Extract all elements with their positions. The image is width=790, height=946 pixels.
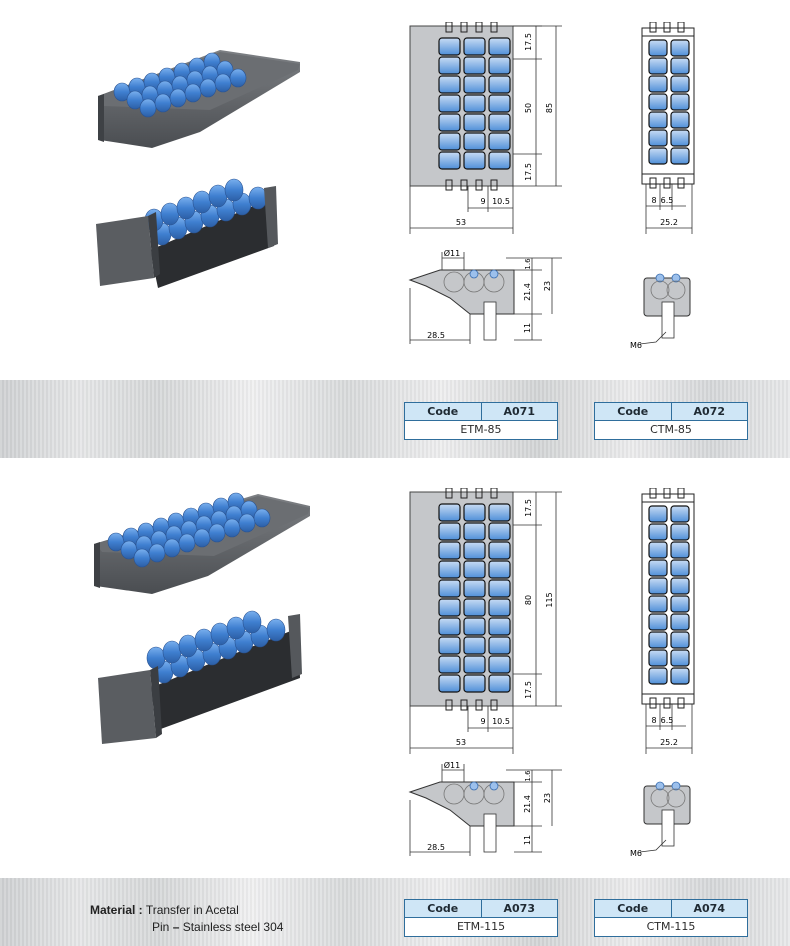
dim-top-height: 85 <box>545 103 554 113</box>
code-table-a074: Code A074 CTM-115 <box>594 899 748 937</box>
dim-top-end-b: 17.5 <box>524 681 533 699</box>
product-name: ETM-115 <box>456 920 506 933</box>
material-line1: Transfer in Acetal <box>145 903 239 917</box>
etm-85-top-view: 17.5 50 17.5 85 9 10.5 53 <box>409 22 562 234</box>
dim-side-nose: 28.5 <box>427 331 445 340</box>
dim-ctm-width: 25.2 <box>660 738 678 747</box>
dim-side-total: 23 <box>543 281 552 291</box>
product-name: CTM-85 <box>650 423 692 436</box>
dim-top-end-a: 17.5 <box>524 499 533 517</box>
dim-top-gap-b: 10.5 <box>492 717 510 726</box>
ctm-115-photo <box>98 610 302 744</box>
product-name: ETM-85 <box>460 423 502 436</box>
etm-115-top-view: 17.5 80 17.5 115 9 10.5 53 <box>409 488 562 754</box>
material-pin-value: Stainless steel 304 <box>182 920 284 934</box>
dim-side-nose: 28.5 <box>427 843 445 852</box>
ctm-85-photo <box>96 178 278 288</box>
dim-top-mid: 80 <box>524 595 533 605</box>
dim-side-top: 1.6 <box>524 258 532 270</box>
dim-side-body: 21.4 <box>523 283 532 301</box>
code-value: A072 <box>693 405 725 418</box>
material-note: Material : Transfer in Acetal Pin – Stai… <box>90 902 283 936</box>
code-value: A074 <box>693 902 725 915</box>
code-label: Code <box>405 403 482 420</box>
dim-side-pin: 11 <box>523 835 532 845</box>
dim-top-width: 53 <box>456 738 466 747</box>
etm-85-photo <box>98 50 300 148</box>
material-label: Material : <box>90 903 143 917</box>
code-value: A071 <box>503 405 535 418</box>
dim-side-roller: Ø11 <box>444 248 460 258</box>
material-pin-label: Pin <box>152 920 170 934</box>
code-label: Code <box>595 403 672 420</box>
thread-label: M6 <box>630 849 642 858</box>
dim-top-gap-a: 9 <box>480 197 485 206</box>
etm-85-side-view: Ø11 1.6 21.4 23 11 28.5 <box>408 248 562 344</box>
dim-side-roller: Ø11 <box>444 760 460 770</box>
dim-side-total: 23 <box>543 793 552 803</box>
dim-ctm-gap-a: 8 <box>651 196 656 205</box>
etm-115-side-view: Ø11 1.6 21.4 23 11 28.5 <box>408 760 562 856</box>
dim-side-top: 1.6 <box>524 770 532 782</box>
ctm-115-top-view: 8 6.5 25.2 <box>641 488 695 754</box>
material-dash: – <box>172 920 180 934</box>
ctm-85-side-view: M6 <box>630 273 691 350</box>
code-table-a073: Code A073 ETM-115 <box>404 899 558 937</box>
ctm-115-side-view: M6 <box>630 781 691 858</box>
dim-top-gap-b: 10.5 <box>492 197 510 206</box>
code-label: Code <box>405 900 482 917</box>
dim-side-pin: 11 <box>523 323 532 333</box>
code-label: Code <box>595 900 672 917</box>
thread-label: M6 <box>630 341 642 350</box>
code-table-a072: Code A072 CTM-85 <box>594 402 748 440</box>
ctm-85-top-view: 8 6.5 25.2 <box>641 22 695 234</box>
dim-top-mid: 50 <box>524 103 533 113</box>
dim-ctm-gap-b: 6.5 <box>661 196 674 205</box>
code-value: A073 <box>503 902 535 915</box>
dim-top-height: 115 <box>545 592 554 607</box>
product-name: CTM-115 <box>646 920 696 933</box>
dim-top-end-b: 17.5 <box>524 163 533 181</box>
dim-side-body: 21.4 <box>523 795 532 813</box>
code-table-a071: Code A071 ETM-85 <box>404 402 558 440</box>
dim-top-end-a: 17.5 <box>524 33 533 51</box>
dim-ctm-gap-b: 6.5 <box>661 716 674 725</box>
etm-115-photo <box>94 492 310 594</box>
dim-top-gap-a: 9 <box>480 717 485 726</box>
dim-ctm-gap-a: 8 <box>651 716 656 725</box>
dim-ctm-width: 25.2 <box>660 218 678 227</box>
dim-top-width: 53 <box>456 218 466 227</box>
